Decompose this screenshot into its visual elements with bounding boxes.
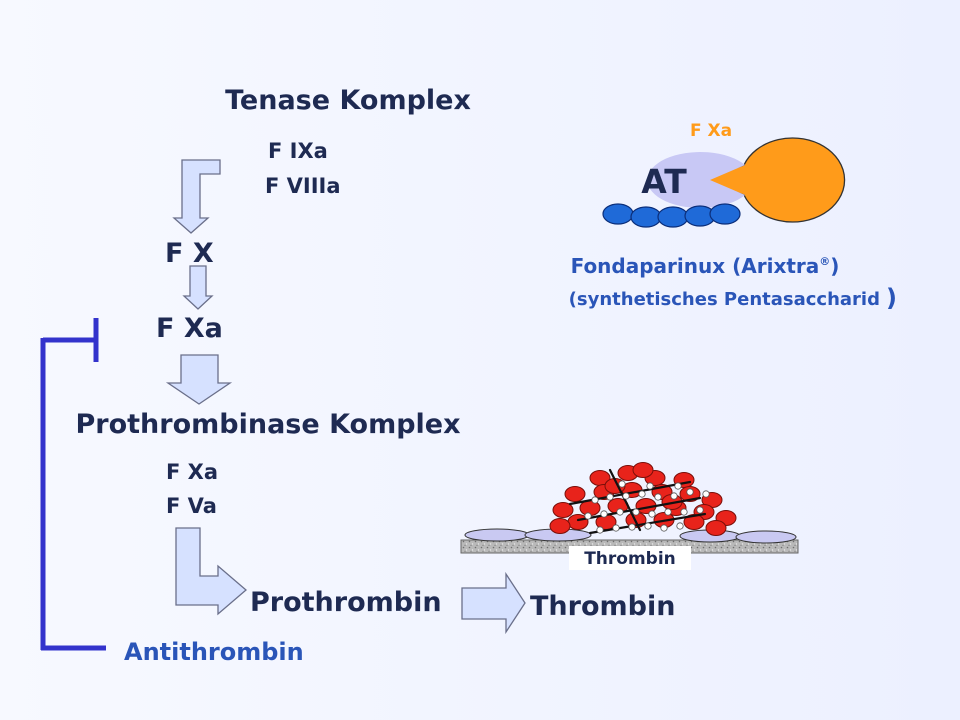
prothrombinase-complex-title: Prothrombinase Komplex	[75, 409, 460, 440]
red-blood-cell	[632, 462, 654, 478]
pentasaccharide-subtitle: (synthetisches Pentasaccharid	[569, 289, 880, 310]
clot-thrombin-label: Thrombin	[584, 549, 676, 569]
prothrombinase-factor-va: F Va	[166, 494, 217, 518]
platelet	[628, 523, 636, 531]
endothelial-cells	[464, 528, 797, 544]
platelet	[618, 480, 626, 488]
platelet	[616, 508, 624, 516]
platelet	[670, 492, 678, 500]
red-blood-cell	[549, 518, 571, 534]
platelet	[638, 490, 646, 498]
factor-xa-label: F Xa	[156, 313, 223, 344]
platelet	[654, 493, 662, 501]
platelet	[584, 512, 592, 520]
platelet	[591, 496, 599, 504]
platelet	[612, 524, 620, 532]
red-blood-cell	[564, 486, 586, 502]
thrombin-tag-box	[569, 546, 691, 570]
platelet	[646, 482, 654, 490]
at-label: AT	[641, 162, 687, 201]
tenase-complex-title: Tenase Komplex	[225, 85, 471, 116]
platelet	[660, 524, 668, 532]
arrow-fxa-to-prothrombinase	[165, 354, 233, 405]
platelet	[676, 522, 684, 530]
platelet	[702, 490, 710, 498]
pentasaccharide-subtitle-close: )	[886, 284, 897, 312]
factor-x-label: F X	[165, 238, 214, 269]
tenase-factor-viiia: F VIIIa	[265, 174, 341, 198]
tenase-factor-ixa: F IXa	[268, 139, 328, 163]
prothrombin-label: Prothrombin	[250, 587, 442, 618]
arrow-fx-to-fxa	[182, 265, 214, 310]
platelet	[686, 488, 694, 496]
fondaparinux-label: Fondaparinux (Arixtra®)	[571, 254, 840, 278]
platelet	[664, 508, 672, 516]
thrombin-label: Thrombin	[530, 591, 675, 622]
platelets	[584, 480, 710, 534]
platelet	[632, 508, 640, 516]
clot-illustration: Thrombin	[460, 462, 799, 570]
fxa-enzyme-shape	[700, 137, 846, 223]
platelet	[648, 510, 656, 518]
arrow-tenase-to-fx	[172, 159, 221, 234]
antithrombin-inhibition-bracket	[40, 318, 106, 651]
platelet	[680, 508, 688, 516]
arrow-prothrombinase-to-prothrombin	[175, 527, 247, 616]
antithrombin-shape	[647, 152, 745, 209]
complex-fxa-label: F Xa	[690, 121, 732, 141]
platelet	[622, 492, 630, 500]
prothrombinase-factor-xa: F Xa	[166, 460, 218, 484]
red-blood-cell	[705, 520, 727, 536]
arrow-prothrombin-to-thrombin	[461, 571, 526, 635]
platelet	[596, 526, 604, 534]
platelet	[674, 482, 682, 490]
red-blood-cell	[552, 502, 574, 518]
platelet	[644, 522, 652, 530]
platelet	[696, 506, 704, 514]
red-blood-cell	[683, 514, 705, 530]
pentasaccharide-chain	[602, 203, 741, 228]
platelet	[606, 493, 614, 501]
platelet	[600, 510, 608, 518]
antithrombin-label: Antithrombin	[124, 638, 304, 666]
